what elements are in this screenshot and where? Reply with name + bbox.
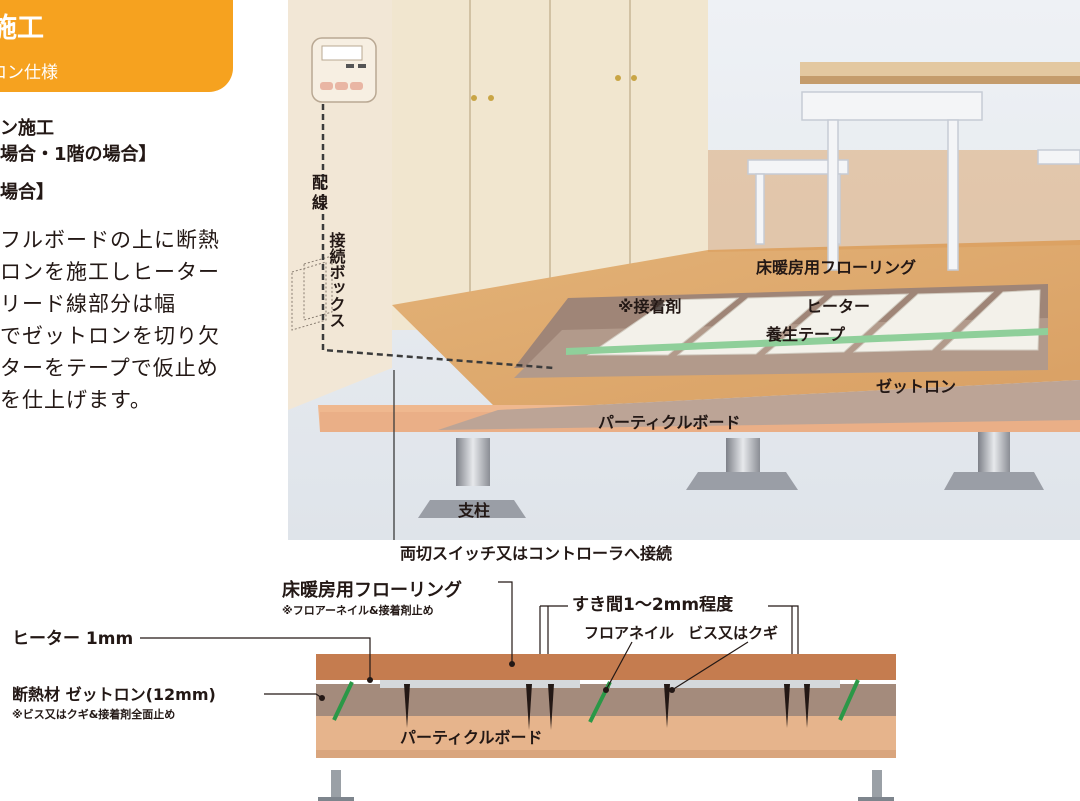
floor-label: 床暖房用フローリング xyxy=(756,258,916,277)
intro-body-1: フルボードの上に断熱 xyxy=(0,228,220,252)
section-screw-label: ビス又はクギ xyxy=(688,624,778,642)
heater-label: ヒーター xyxy=(806,297,870,316)
section-insulation-label: 断熱材 ゼットロン(12mm) xyxy=(12,685,216,704)
section-flooring-label: 床暖房用フローリング xyxy=(282,579,462,601)
section-badge: 施工 ロン仕様 xyxy=(0,0,233,92)
intro-heading-2: 場合・1階の場合】 xyxy=(0,144,157,165)
intro-body-6: を仕上げます。 xyxy=(0,388,152,412)
zetron-label: ゼットロン xyxy=(876,377,956,396)
wiring-char-2: 線 xyxy=(312,193,328,212)
board-label: パーティクルボード xyxy=(598,413,741,432)
section-heater-label: ヒーター 1mm xyxy=(12,629,133,649)
tape-label: 養生テープ xyxy=(765,325,846,344)
section-insulation-note: ※ビス又はクギ&接着剤全面止め xyxy=(12,707,175,721)
intro-body-3: リード線部分は幅 xyxy=(0,292,176,316)
cross-section-diagram: 床暖房用フローリング ※フロアーネイル&接着剤止め すき間1～2mm程度 フロア… xyxy=(0,540,1080,801)
adhesive-label: ※接着剤 xyxy=(618,297,682,316)
section-gap-label: すき間1～2mm程度 xyxy=(572,594,734,615)
post-label: 支柱 xyxy=(457,501,490,520)
room-illustration: 配 線 接続ボックス 床暖房用フローリング ※接着剤 ヒーター 養生テープ ゼッ… xyxy=(288,0,1080,540)
wiring-char-1: 配 xyxy=(312,173,328,192)
section-nail-label: フロアネイル xyxy=(584,624,674,642)
section-board-label: パーティクルボード xyxy=(400,728,543,747)
badge-subtitle: ロン仕様 xyxy=(0,63,58,83)
junction-box-label: 接続ボックス xyxy=(327,231,346,328)
intro-heading-3: 場合】 xyxy=(0,182,54,203)
intro-body-4: でゼットロンを切り欠 xyxy=(0,324,220,348)
intro-heading-1: ン施工 xyxy=(0,118,54,139)
section-flooring-note: ※フロアーネイル&接着剤止め xyxy=(282,603,434,617)
intro-body-5: ターをテープで仮止め xyxy=(0,356,219,380)
intro-body-2: ロンを施工しヒーター xyxy=(0,260,220,284)
badge-title: 施工 xyxy=(0,13,44,44)
switch-label: 両切スイッチ又はコントローラへ接続 xyxy=(400,544,673,563)
wiring-label: 配 線 xyxy=(312,173,334,212)
